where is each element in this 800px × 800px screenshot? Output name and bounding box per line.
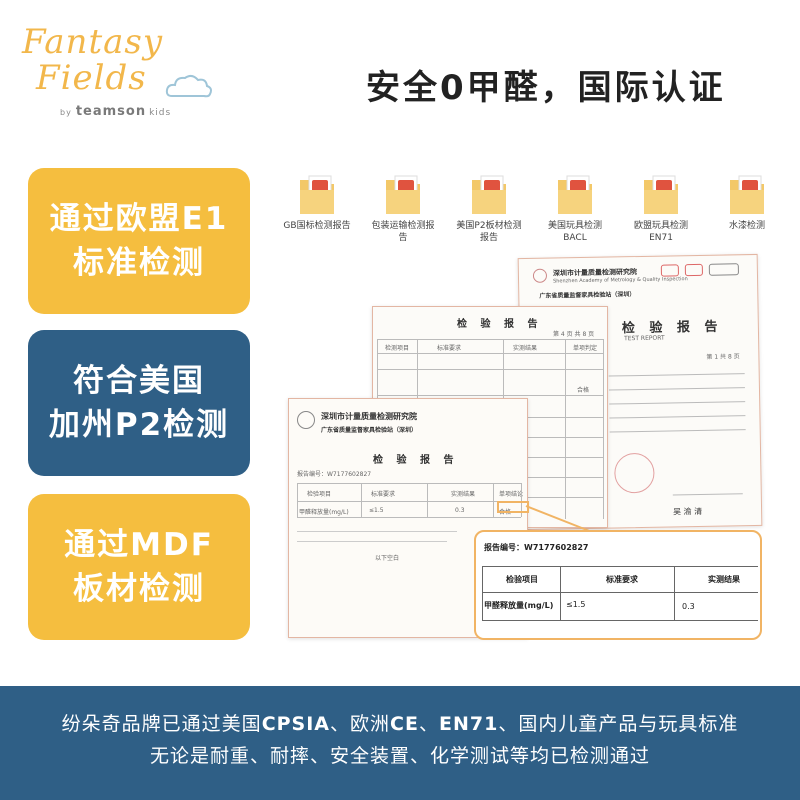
pdf-folder-icon <box>558 175 592 214</box>
report-folder-label: 美国P2板材检测 报告 <box>456 221 522 243</box>
report-folder[interactable]: 美国P2板材检测 报告 <box>448 172 530 244</box>
front-col3: 实测结果 <box>451 491 476 498</box>
badge-eu-e1-line1: 通过欧盟E1 <box>49 201 229 237</box>
report-folder-label: GB国标检测报告 <box>283 221 351 231</box>
cnas-mark-icon <box>708 263 739 276</box>
front-col4: 单项结论 <box>499 491 524 498</box>
logo-brand-teamson: teamson <box>75 104 147 119</box>
logo-text-fields: Fields <box>36 58 147 98</box>
front-row-result: 合格 <box>499 509 512 516</box>
badge-mdf-line2: 板材检测 <box>73 571 205 607</box>
report-folder-label: 包装运输检测报 告 <box>371 221 435 243</box>
zoom-col2: 标准要求 <box>606 575 638 584</box>
logo-by: by <box>60 108 72 117</box>
front-report-no: 报告编号：W7177602827 <box>297 471 372 478</box>
pdf-folder-icon <box>472 175 506 214</box>
pdf-folder-icon <box>730 175 764 214</box>
zoom-col3: 实测结果 <box>708 575 740 584</box>
report-folder-label: 水漆检测 <box>728 221 765 231</box>
mid-title: 检 验 报 告 <box>457 319 543 330</box>
back-title: 检 验 报 告 <box>621 319 723 337</box>
report-folder[interactable]: GB国标检测报告 <box>276 172 358 232</box>
front-center: 广东省质量监督家具检验站（深圳） <box>321 427 418 434</box>
badge-mdf-line1: 通过MDF <box>64 527 214 563</box>
report-folder-label: 美国玩具检测 BACL <box>547 221 602 243</box>
logo-text-fantasy: Fantasy <box>22 22 164 62</box>
pdf-folder-icon <box>644 175 678 214</box>
report-folder[interactable]: 水漆检测 <box>706 172 788 232</box>
badge-eu-e1-line2: 标准检测 <box>73 245 205 281</box>
front-institute: 深圳市计量质量检测研究院 <box>321 412 417 421</box>
page-headline: 安全0甲醛，国际认证 <box>366 68 726 108</box>
pdf-folder-icon <box>386 175 420 214</box>
report-folder[interactable]: 欧盟玩具检测 EN71 <box>620 172 702 244</box>
front-title: 检 验 报 告 <box>373 455 459 466</box>
zoom-row-val: 0.3 <box>682 602 695 611</box>
banner-line1: 纷朵奇品牌已通过美国CPSIA、欧洲CE、EN71、国内儿童产品与玩具标准 <box>61 713 739 735</box>
report-folder[interactable]: 美国玩具检测 BACL <box>534 172 616 244</box>
front-row-item: 甲醛释放量(mg/L) <box>299 509 349 516</box>
institute-seal-icon-front <box>297 411 315 429</box>
mid-col4: 单项判定 <box>573 345 598 352</box>
zoom-row-req: ≤1.5 <box>566 600 586 609</box>
pdf-folder-icon <box>300 175 334 214</box>
front-col1: 检验项目 <box>307 491 332 498</box>
cloud-icon <box>165 74 212 98</box>
back-center: 广东省质量监督家具检验站（深圳） <box>539 291 636 300</box>
mid-col2: 标准要求 <box>437 345 462 352</box>
back-title-en: TEST REPORT <box>624 334 665 343</box>
bottom-banner: 纷朵奇品牌已通过美国CPSIA、欧洲CE、EN71、国内儿童产品与玩具标准 无论… <box>0 686 800 800</box>
back-institute-en: Shenzhen Academy of Metrology & Quality … <box>553 276 688 285</box>
cma-mark-icon <box>660 264 679 277</box>
report-folder[interactable]: 包装运输检测报 告 <box>362 172 444 244</box>
badge-us-p2: 符合美国 加州P2检测 <box>28 330 250 476</box>
mid-col1: 检测项目 <box>385 345 410 352</box>
zoom-callout: 报告编号：W7177602827 检验项目 标准要求 实测结果 甲醛释放量(mg… <box>474 530 762 640</box>
cal-mark-icon <box>684 263 703 277</box>
front-note: 以下空白 <box>375 555 400 562</box>
mid-page: 第 4 页 共 8 页 <box>553 331 595 338</box>
badge-us-p2-line2: 加州P2检测 <box>48 407 230 443</box>
institute-seal-icon <box>532 268 548 283</box>
mid-result: 合格 <box>577 387 590 394</box>
red-seal-icon <box>614 452 655 494</box>
back-signature: 吴 渝 清 <box>673 506 703 517</box>
front-col2: 标准要求 <box>371 491 396 498</box>
front-row-req: ≤1.5 <box>369 507 384 514</box>
badge-mdf: 通过MDF 板材检测 <box>28 494 250 640</box>
zoom-report-no: 报告编号：W7177602827 <box>484 543 589 552</box>
zoom-col1: 检验项目 <box>506 575 538 584</box>
front-row-val: 0.3 <box>455 507 465 514</box>
back-page: 第 1 共 8 页 <box>706 353 740 361</box>
mid-col3: 实测结果 <box>513 345 538 352</box>
logo-kids: kids <box>149 108 172 118</box>
report-folder-label: 欧盟玩具检测 EN71 <box>633 221 688 243</box>
zoom-row-item: 甲醛释放量(mg/L) <box>484 601 554 610</box>
badge-eu-e1: 通过欧盟E1 标准检测 <box>28 168 250 314</box>
banner-line2: 无论是耐重、耐摔、安全装置、化学测试等均已检测通过 <box>149 745 650 767</box>
badge-us-p2-line1: 符合美国 <box>73 363 205 399</box>
